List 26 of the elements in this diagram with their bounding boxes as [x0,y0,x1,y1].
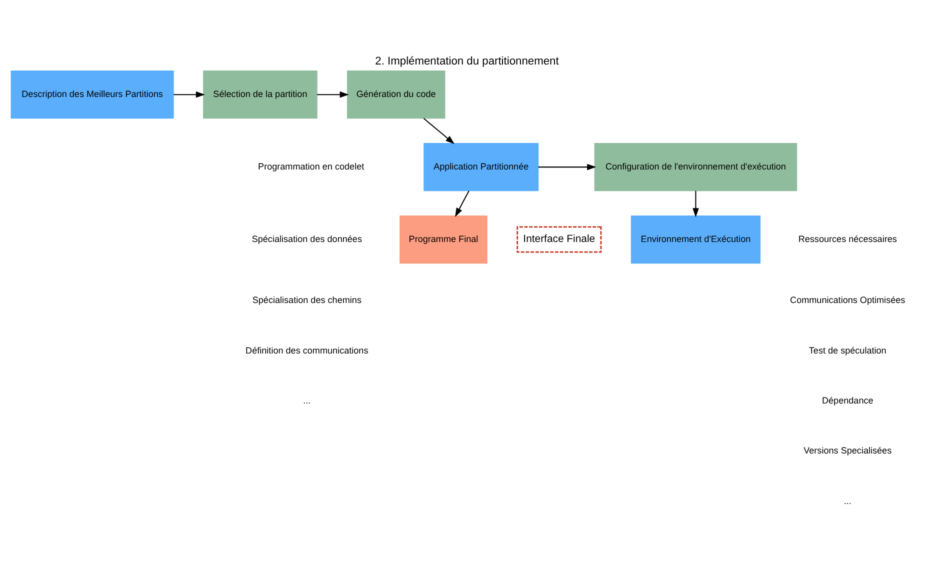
label: ... [844,496,852,506]
label: Interface Finale [523,234,596,245]
node-box: Sélection de la partition [203,70,318,119]
label: Versions Specialisées [804,446,892,456]
node-box: Application Partitionnée [424,143,539,192]
arrow [423,118,455,144]
node-box: Description des Meilleurs Partitions [10,70,174,119]
node-box: Programme Final [400,215,488,264]
arrow [455,190,470,218]
arrow [538,164,596,170]
label: Spécialisation des chemins [252,295,362,306]
node-box: Environnement d'Exécution [630,215,761,264]
node-box: Configuration de l'environnement d'exécution [594,143,798,192]
arrow [692,190,699,218]
node-box: Génération du code [346,70,446,119]
arrow [174,91,205,98]
label: Dépendance [822,396,874,406]
label: Ressources nécessaires [798,234,897,244]
label: Spécialisation des données [252,234,362,244]
label: Communications Optimisées [790,295,906,306]
label: Test de spéculation [808,345,886,356]
label: Définition des communications [246,345,368,356]
arrow [317,91,349,98]
label: Programmation en codelet [258,161,364,172]
label: ... [303,396,311,406]
diagram-title: 2. Implémentation du partitionnement [375,55,559,68]
